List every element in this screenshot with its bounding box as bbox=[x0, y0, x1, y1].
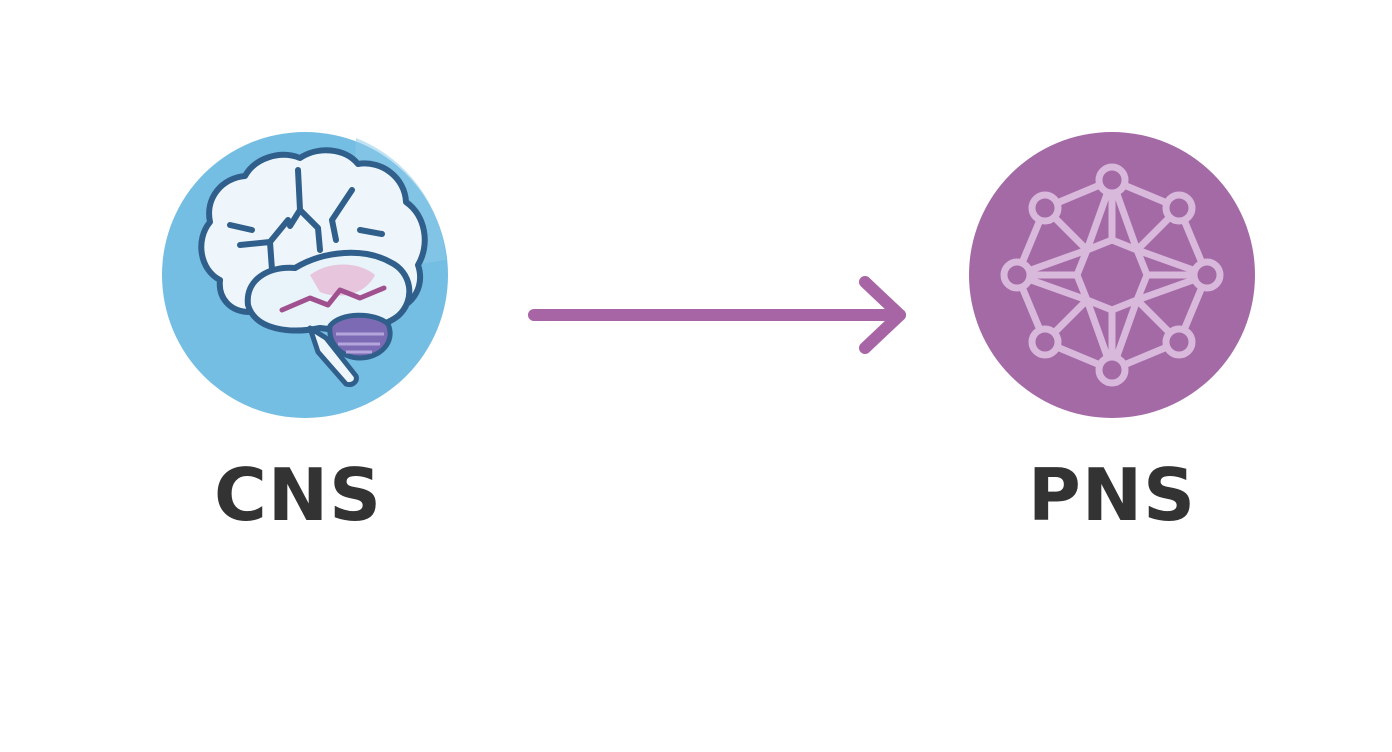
cns-label: CNS bbox=[214, 453, 382, 537]
neural-network-icon bbox=[969, 132, 1255, 418]
pns-label: PNS bbox=[1028, 453, 1196, 537]
right-arrow-connector bbox=[528, 276, 906, 354]
brain-icon bbox=[162, 132, 448, 418]
